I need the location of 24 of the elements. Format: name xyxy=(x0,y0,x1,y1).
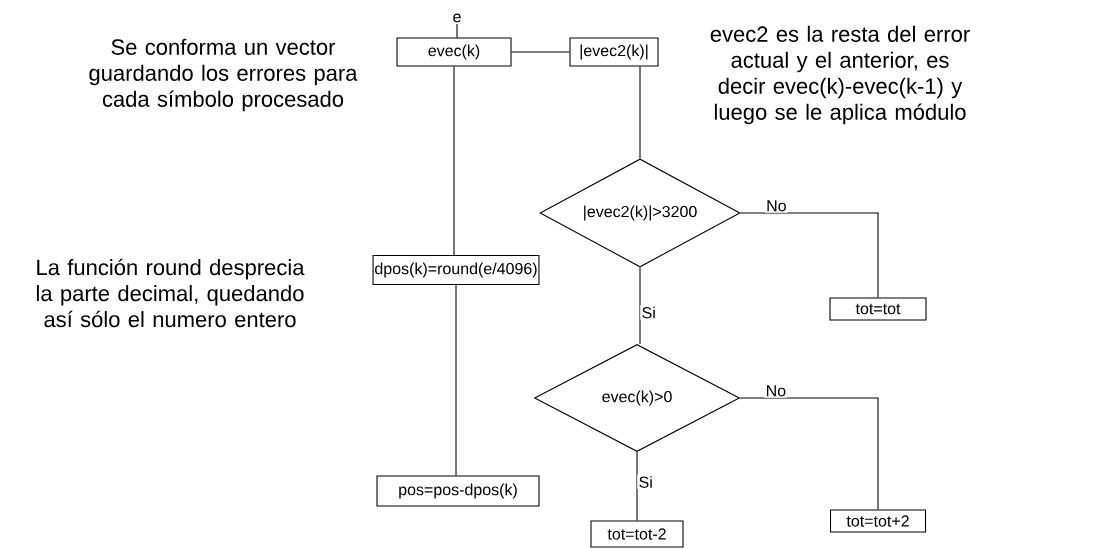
process-box: tot=tot xyxy=(829,297,927,321)
connector-line xyxy=(456,23,458,38)
process-box: pos=pos-dpos(k) xyxy=(376,475,540,507)
edge-label: No xyxy=(764,198,788,213)
connector-line xyxy=(636,451,638,521)
edge-label: Si xyxy=(637,474,655,490)
process-box: dpos(k)=round(e/4096) xyxy=(372,254,540,286)
connector-line xyxy=(739,397,879,510)
process-box: tot=tot-2 xyxy=(590,520,684,548)
edge-label: No xyxy=(764,383,788,398)
note-text: Se conforma un vector guardando los errores para cada símbolo procesado xyxy=(89,38,358,112)
process-box: tot=tot+2 xyxy=(829,509,927,533)
connector-line xyxy=(511,51,570,53)
connector-line xyxy=(453,66,455,256)
connector-line xyxy=(455,284,457,476)
process-box: |evec2(k)| xyxy=(569,37,659,67)
edge-label: Si xyxy=(640,305,658,320)
process-box: evec(k) xyxy=(396,37,512,67)
note-text: La función round desprecia la parte decimal, quedando así sólo el numero entero xyxy=(36,258,305,328)
note-text: evec2 es la resta del error actual y el anterior, es decir evec(k)-evec(k-1) y luego se le aplica módulo xyxy=(710,25,970,125)
connector-line xyxy=(639,66,641,159)
connector-line xyxy=(740,212,879,298)
start-label: e xyxy=(453,13,461,23)
connector-line xyxy=(639,267,641,345)
